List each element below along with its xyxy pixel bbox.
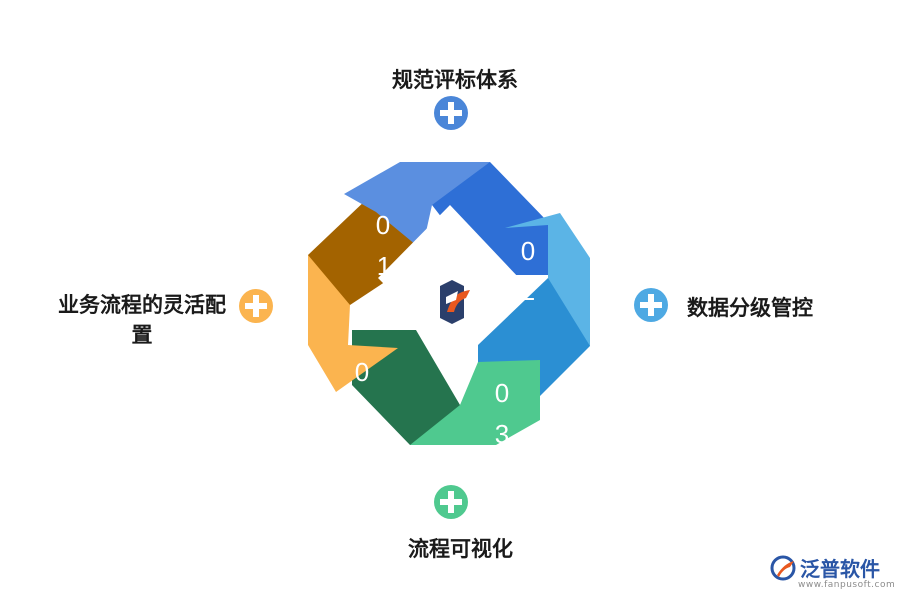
center-logo-icon [440, 280, 470, 324]
center-diamond [378, 205, 520, 350]
arrow-blue [344, 162, 490, 250]
arrow-number-2b: 2 [521, 276, 535, 306]
watermark: 泛普软件 www.fanpusoft.com [770, 553, 895, 595]
arrow-number-3b: 3 [495, 419, 509, 449]
watermark-url: www.fanpusoft.com [798, 580, 896, 590]
watermark-logo-icon [770, 555, 796, 581]
plus-icon-top [434, 96, 468, 130]
arrow-orange [308, 255, 398, 392]
arrow-number-1a: 0 [376, 210, 390, 240]
plus-icon-right [634, 288, 668, 322]
plus-icon-left [239, 289, 273, 323]
arrow-number-4b: 4 [336, 386, 350, 416]
label-left: 业务流程的灵活配置 [58, 293, 226, 347]
arrow-number-4a: 0 [355, 357, 369, 387]
watermark-name: 泛普软件 [800, 557, 880, 581]
label-bottom: 流程可视化 [408, 537, 513, 561]
arrow-number-3a: 0 [495, 378, 509, 408]
arrow-green [410, 360, 540, 445]
label-right: 数据分级管控 [687, 296, 813, 320]
arrow-sky [505, 213, 590, 346]
arrow-number-2a: 0 [521, 236, 535, 266]
label-top: 规范评标体系 [392, 68, 518, 92]
plus-icon-bottom [434, 485, 468, 519]
